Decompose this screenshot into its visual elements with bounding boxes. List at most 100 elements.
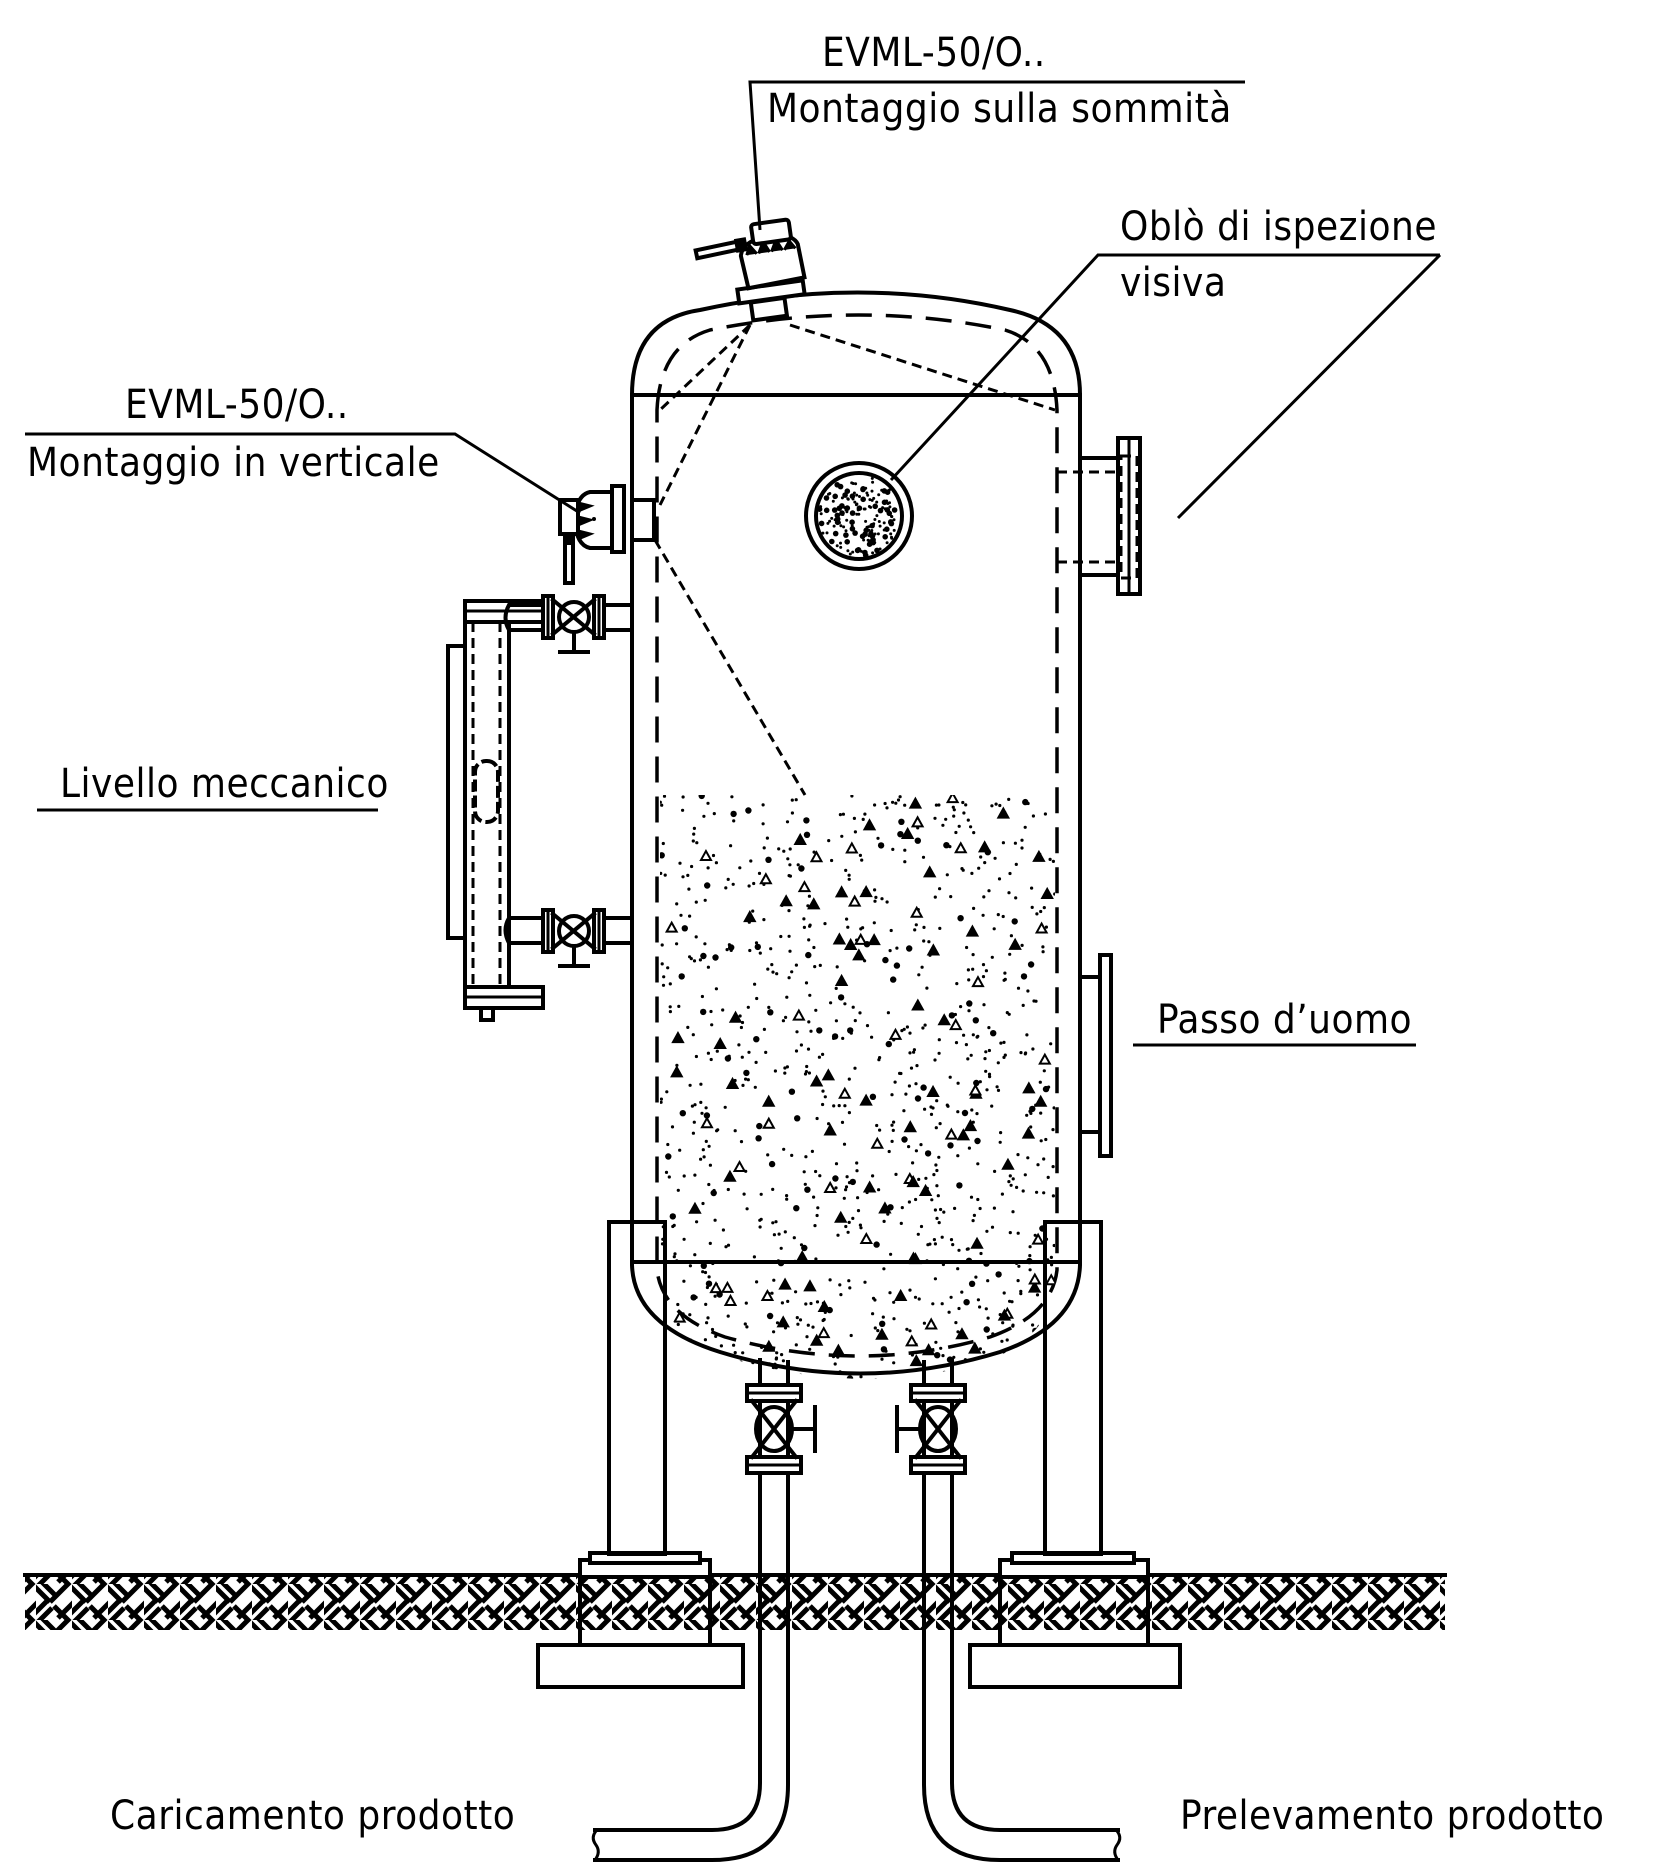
grain-dot [1000, 1367, 1004, 1371]
grain-dot [840, 834, 844, 838]
grain-dot [714, 987, 719, 991]
grain-dot [747, 1050, 751, 1054]
grain-dot [894, 1172, 898, 1176]
grain-dot [1033, 1233, 1037, 1237]
side-sensor[interactable] [558, 484, 656, 585]
grain-dot [845, 917, 849, 921]
grain-dot [682, 1174, 686, 1178]
manhole[interactable] [1078, 953, 1113, 1158]
grain-dot [923, 1023, 927, 1027]
grain-dot [956, 1267, 960, 1271]
grain-dot [967, 978, 971, 982]
grain-dot [847, 1111, 852, 1115]
grain-dot [751, 1361, 755, 1365]
window-grain-dot [865, 491, 869, 495]
grain-dot [730, 810, 737, 818]
grain-dot [688, 1313, 692, 1317]
grain-dot [1030, 886, 1034, 890]
grain-dot [1001, 841, 1006, 845]
withdrawal-valve[interactable] [895, 1383, 967, 1475]
grain-dot [1020, 838, 1024, 842]
grain-dot [993, 1169, 997, 1173]
window-grain-dot [872, 503, 878, 510]
grain-dot [981, 963, 986, 967]
grain-dot [730, 795, 734, 799]
grain-dot [705, 1280, 713, 1287]
grain-dot [688, 914, 692, 918]
grain-dot [998, 1140, 1002, 1144]
side-sight-glass[interactable] [1057, 436, 1142, 596]
grain-dot [1005, 1011, 1009, 1015]
grain-dot [1001, 914, 1005, 919]
grain-chip [911, 998, 925, 1011]
grain-dot [910, 1353, 915, 1357]
grain-chip [970, 1236, 984, 1249]
grain-dot [1024, 1051, 1028, 1055]
grain-dot [956, 1154, 960, 1158]
tank-shell [630, 290, 1082, 1376]
grain-dot [952, 1355, 956, 1359]
grain-dot [739, 1360, 743, 1364]
window-grain-dot [845, 510, 849, 514]
grain-dot [880, 1357, 884, 1361]
grain-dot [792, 1236, 796, 1240]
grain-dot [1010, 1300, 1014, 1304]
grain-dot [765, 836, 770, 840]
grain-dot [954, 1321, 958, 1325]
grain-dot [784, 1015, 788, 1020]
grain-dot [1044, 1237, 1049, 1241]
grain-dot [710, 1362, 717, 1369]
grain-dot [681, 808, 685, 812]
grain-dot [690, 1294, 697, 1301]
grain-dot [773, 1362, 777, 1366]
grain-dot [768, 1160, 776, 1168]
grain-chip [759, 872, 773, 885]
grain-chip [838, 1086, 852, 1099]
loading-pipe [591, 1363, 790, 1862]
grain-dot [929, 1112, 934, 1116]
grain-dot [767, 1005, 771, 1010]
grain-dot [703, 1338, 708, 1342]
grain-dot [668, 1010, 673, 1014]
grain-dot [838, 813, 843, 817]
loading-valve[interactable] [745, 1383, 817, 1475]
window-grain-dot [852, 530, 858, 536]
gauge-valve-upper[interactable] [541, 594, 606, 654]
grain-dot [892, 1300, 896, 1304]
top-sensor[interactable] [693, 217, 807, 323]
grain-dot [787, 909, 791, 913]
grain-chip [852, 948, 866, 961]
grain-chip [823, 1123, 837, 1136]
grain-dot [987, 1026, 991, 1030]
window-grain-dot [867, 525, 871, 529]
grain-dot [983, 1326, 990, 1333]
grain-dot [922, 939, 926, 943]
grain-dot [1016, 1279, 1020, 1283]
inspection-window-label-line2: visiva [1120, 260, 1226, 306]
grain-dot [686, 1025, 690, 1029]
grain-dot [740, 1020, 745, 1025]
grain-dot [981, 913, 985, 917]
inspection-window[interactable] [804, 461, 914, 571]
grain-dot [743, 1322, 747, 1326]
grain-dot [971, 1219, 975, 1223]
grain-chip [1031, 1232, 1045, 1245]
grain-dot [1029, 1125, 1033, 1129]
mechanical-level-gauge[interactable] [446, 599, 634, 1022]
grain-dot [954, 1041, 959, 1045]
grain-dot [916, 1232, 920, 1236]
gauge-valve-lower[interactable] [541, 908, 606, 968]
window-grain-dot [832, 530, 839, 537]
grain-chip [903, 1120, 917, 1133]
grain-dot [948, 845, 952, 849]
grain-dot [781, 1359, 786, 1363]
grain-dot [706, 866, 710, 870]
grain-dot [1021, 1003, 1025, 1008]
window-grain-dot [848, 552, 852, 556]
grain-dot [843, 1104, 847, 1108]
grain-dot [982, 1003, 986, 1007]
grain-dot [827, 839, 831, 843]
grain-dot [771, 1366, 776, 1370]
grain-dot [852, 816, 857, 821]
grain-dot [786, 1299, 790, 1303]
